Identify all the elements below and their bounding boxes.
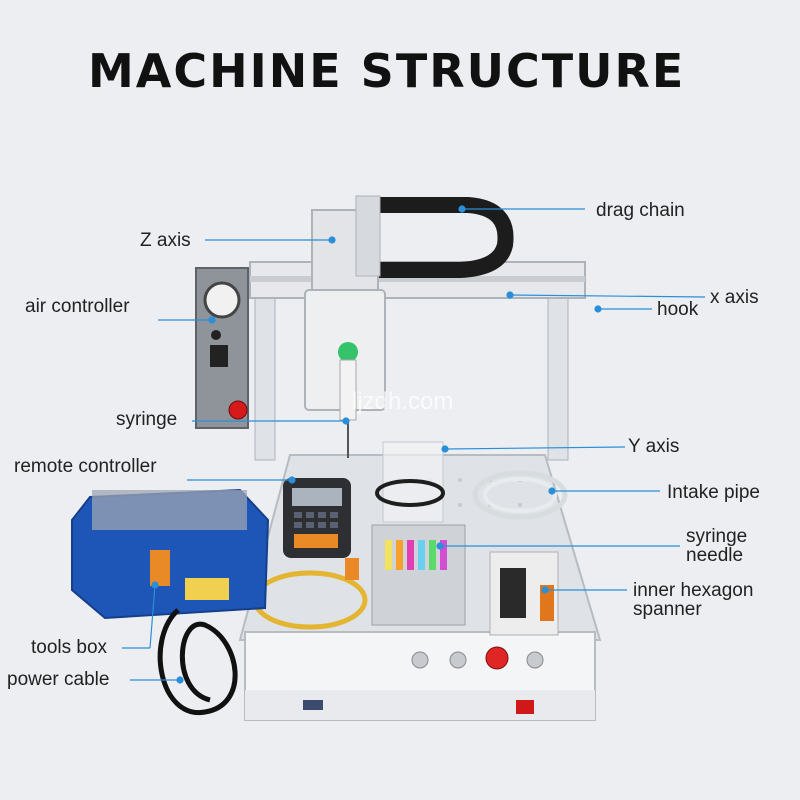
emergency-stop-button [485, 646, 509, 670]
power-switch [516, 700, 534, 714]
signal-cable [375, 479, 445, 507]
label-y-axis: Y axis [628, 436, 680, 457]
label-inner-hexagon-2: spanner [633, 599, 702, 620]
intake-pipe-coil [472, 470, 568, 520]
x-axis-rail [250, 276, 585, 282]
hex-card-label [540, 585, 554, 621]
label-syringe: syringe [116, 409, 178, 430]
panel-button-1 [411, 651, 429, 669]
label-syringe-needle-2: needle [686, 545, 744, 566]
label-tools-box: tools box [31, 637, 108, 658]
label-z-axis: Z axis [140, 230, 191, 251]
hex-keys [500, 568, 526, 618]
label-x-axis: x axis [710, 287, 759, 308]
air-regulator-knob [210, 345, 228, 367]
label-remote-controller: remote controller [14, 456, 157, 477]
page-title: MACHINE STRUCTURE [88, 44, 686, 98]
watermark: ljzdh.com [352, 388, 454, 415]
z-axis-column [355, 195, 381, 277]
panel-button-3 [526, 651, 544, 669]
label-air-controller: air controller [25, 296, 130, 317]
label-syringe-needle-1: syringe [686, 526, 748, 547]
pressure-gauge [203, 281, 241, 319]
tools-box-lid [92, 490, 247, 530]
air-controller-red-button [228, 400, 248, 420]
label-power-cable: power cable [7, 669, 110, 690]
tools-box-latch [150, 550, 170, 586]
label-intake-pipe: Intake pipe [667, 482, 760, 503]
tools-box-label [185, 578, 229, 600]
label-inner-hexagon-1: inner hexagon [633, 580, 754, 601]
label-drag-chain: drag chain [596, 200, 685, 221]
syringe-clamp [338, 342, 358, 362]
power-cable-coil [157, 608, 238, 715]
drag-chain-shape [378, 197, 514, 278]
vga-port [303, 700, 323, 710]
needles [385, 540, 447, 570]
label-hook: hook [657, 299, 699, 320]
panel-button-2 [449, 651, 467, 669]
